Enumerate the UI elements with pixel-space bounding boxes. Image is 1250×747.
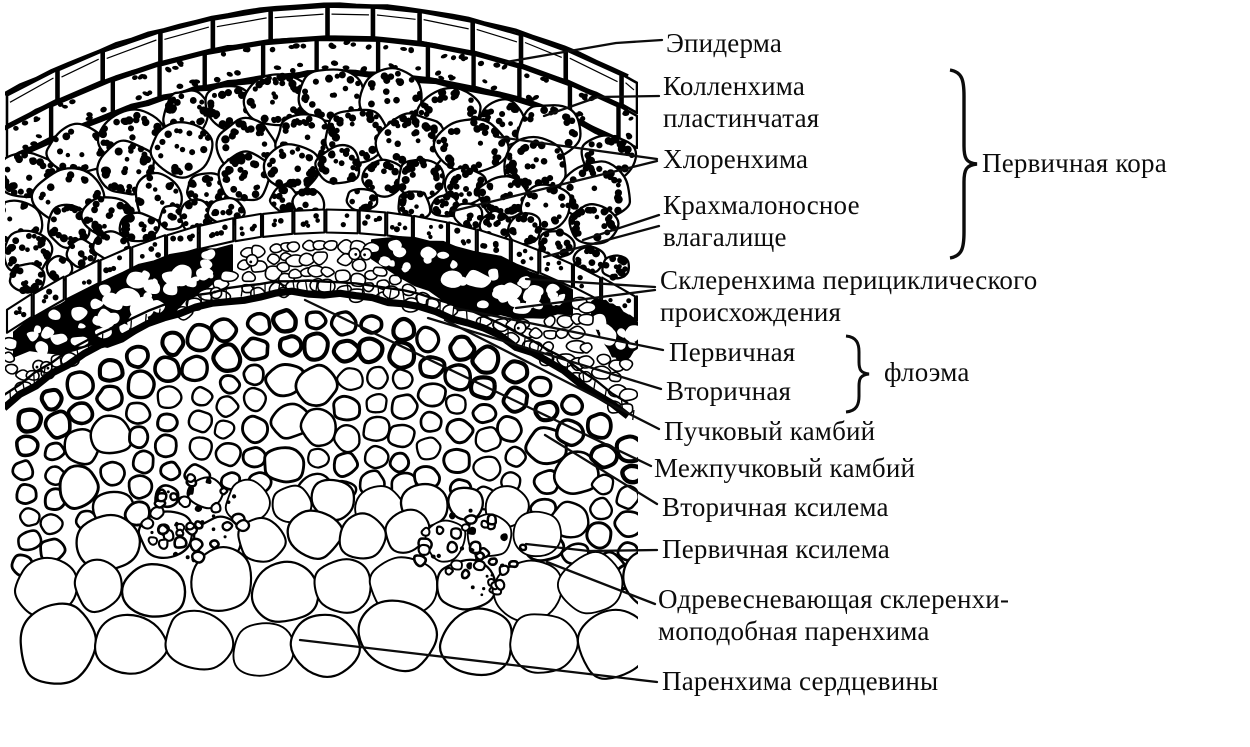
label-fascicular-cambium: Пучковый камбий xyxy=(664,416,876,446)
label-epidermis: Эпидерма xyxy=(666,28,783,58)
label-collenchyma-line1: Колленхима xyxy=(663,71,806,101)
label-phloem-secondary: Вторичная xyxy=(666,376,792,406)
label-phloem-primary: Первичная xyxy=(669,337,796,367)
micrograph-drawing xyxy=(5,2,638,685)
label-collenchyma: Колленхима пластинчатая xyxy=(663,70,819,134)
label-sclerenchyma-line1: Склеренхима перициклического xyxy=(660,265,1038,295)
label-interfascicular-cambium: Межпучковый камбий xyxy=(654,453,916,483)
label-starch-sheath: Крахмалоносное влагалище xyxy=(663,189,860,253)
phloem-brace xyxy=(845,334,870,414)
primary-cortex-brace xyxy=(949,68,978,260)
label-lignifying-parenchyma: Одревесневающая склеренхи- моподобная па… xyxy=(658,583,1009,647)
label-starch-sheath-line1: Крахмалоносное xyxy=(663,190,860,220)
label-pith-parenchyma: Паренхима сердцевины xyxy=(662,666,939,696)
label-primary-xylem: Первичная ксилема xyxy=(662,534,890,564)
label-starch-sheath-line2: влагалище xyxy=(663,222,787,252)
label-phloem: флоэма xyxy=(884,357,970,387)
label-lignifying-line1: Одревесневающая склеренхи- xyxy=(658,584,1010,614)
label-collenchyma-line2: пластинчатая xyxy=(663,103,820,133)
label-primary-cortex: Первичная кора xyxy=(982,148,1167,178)
label-chlorenchyma: Хлоренхима xyxy=(663,144,809,174)
label-secondary-xylem: Вторичная ксилема xyxy=(662,492,889,522)
label-sclerenchyma-line2: происхождения xyxy=(660,297,842,327)
label-lignifying-line2: моподобная паренхима xyxy=(658,616,930,646)
leader-lines xyxy=(298,38,665,684)
label-sclerenchyma: Склеренхима перициклического происхожден… xyxy=(660,264,1037,328)
braces xyxy=(845,68,978,414)
